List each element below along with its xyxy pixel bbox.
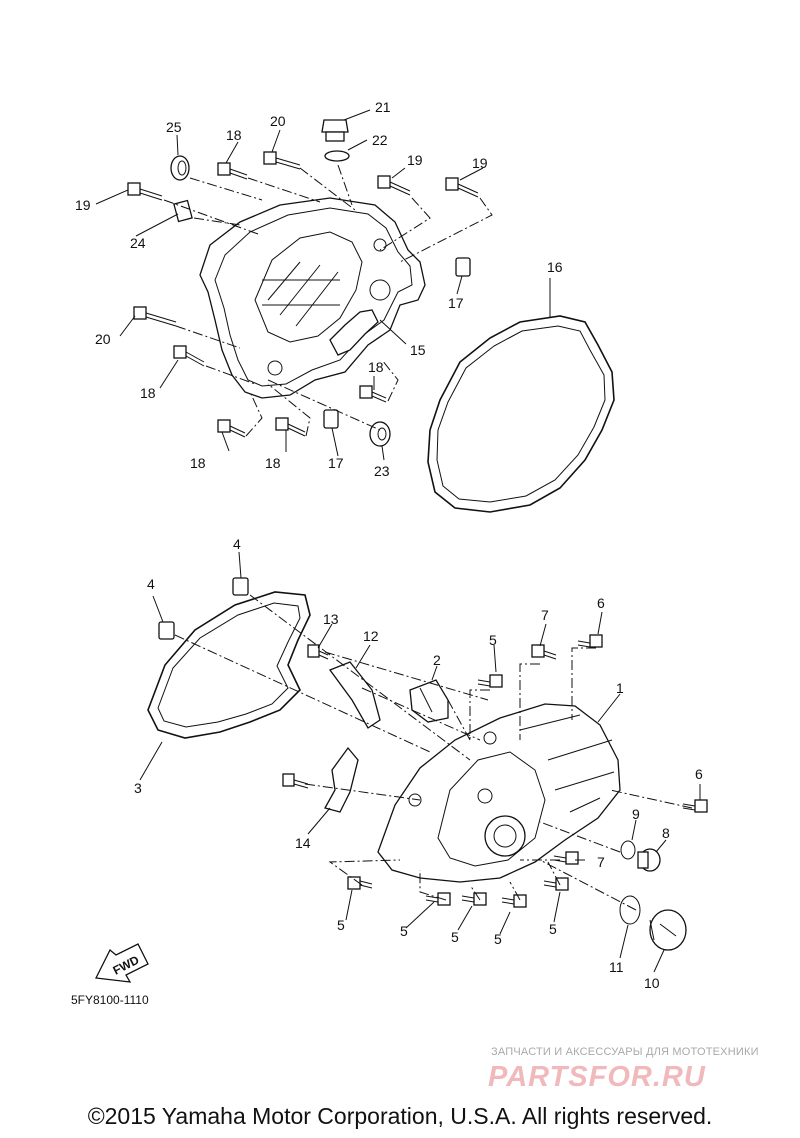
callout-18: 18 [140, 385, 156, 401]
callout-19: 19 [75, 197, 91, 213]
callout-17: 17 [448, 295, 464, 311]
leader-lines-lower [139, 551, 701, 973]
plug-8 [637, 848, 661, 872]
callout-23: 23 [374, 463, 390, 479]
callout-15: 15 [410, 342, 426, 358]
watermark-logo: PARTSFOR.RU [488, 1061, 706, 1093]
gasket-16 [427, 315, 615, 513]
callout-11: 11 [609, 959, 624, 975]
callout-22: 22 [372, 132, 388, 148]
gasket-3 [147, 591, 311, 739]
callout-9: 9 [632, 806, 640, 822]
bolts-lower [347, 634, 708, 908]
oil-filler-cap [321, 119, 350, 162]
callout-20: 20 [95, 331, 111, 347]
bracket-15 [329, 309, 379, 356]
callout-13: 13 [323, 611, 339, 627]
leader-lines-upper [95, 109, 551, 461]
oil-seal-23 [369, 421, 391, 447]
callout-7: 7 [541, 607, 549, 623]
callout-4: 4 [147, 576, 155, 592]
crankcase-cover-1 [377, 703, 621, 883]
bolt-13 [307, 644, 329, 660]
o-ring-11 [619, 895, 641, 925]
callout-5: 5 [400, 923, 408, 939]
callout-18: 18 [265, 455, 281, 471]
callout-6: 6 [597, 595, 605, 611]
callout-10: 10 [644, 975, 660, 991]
crankcase-cover-2 [173, 197, 426, 399]
forward-direction-arrow: FWD [95, 943, 149, 983]
callout-labels: 21 22 25 18 20 19 19 19 24 16 17 20 15 1… [75, 99, 703, 991]
dowel-pins-17 [323, 257, 471, 429]
plug-10 [649, 909, 687, 951]
oil-seal-25 [170, 155, 190, 181]
callout-6: 6 [695, 766, 703, 782]
callout-1: 1 [616, 680, 624, 696]
callout-5: 5 [489, 632, 497, 648]
callout-12: 12 [363, 628, 379, 644]
callout-17: 17 [328, 455, 344, 471]
callout-18: 18 [226, 127, 242, 143]
watermark-tagline: ЗАПЧАСТИ И АКСЕССУАРЫ ДЛЯ МОТОТЕХНИКИ [491, 1046, 759, 1058]
bracket-12 [328, 661, 381, 729]
callout-3: 3 [134, 780, 142, 796]
callout-19: 19 [472, 155, 488, 171]
callout-20: 20 [270, 113, 286, 129]
callout-21: 21 [375, 99, 391, 115]
callout-2: 2 [433, 652, 441, 668]
copyright-footer: ©2015 Yamaha Motor Corporation, U.S.A. A… [88, 1103, 713, 1129]
callout-18: 18 [190, 455, 206, 471]
callout-4: 4 [233, 536, 241, 552]
callout-8: 8 [662, 825, 670, 841]
clamp-14 [282, 746, 359, 813]
callout-5: 5 [494, 931, 502, 947]
bolts-upper [127, 151, 479, 438]
callout-18: 18 [368, 359, 384, 375]
callout-7: 7 [597, 854, 605, 870]
dowel-pins-4 [158, 577, 249, 640]
callout-5: 5 [337, 917, 345, 933]
callout-14: 14 [295, 835, 311, 851]
callout-25: 25 [166, 119, 182, 135]
callout-5: 5 [451, 929, 459, 945]
callout-24: 24 [130, 235, 146, 251]
o-ring-9 [620, 840, 636, 860]
callout-16: 16 [547, 259, 563, 275]
callout-5: 5 [549, 921, 557, 937]
diagram-reference-code: 5FY8100-1110 [71, 993, 149, 1007]
callout-19: 19 [407, 152, 423, 168]
